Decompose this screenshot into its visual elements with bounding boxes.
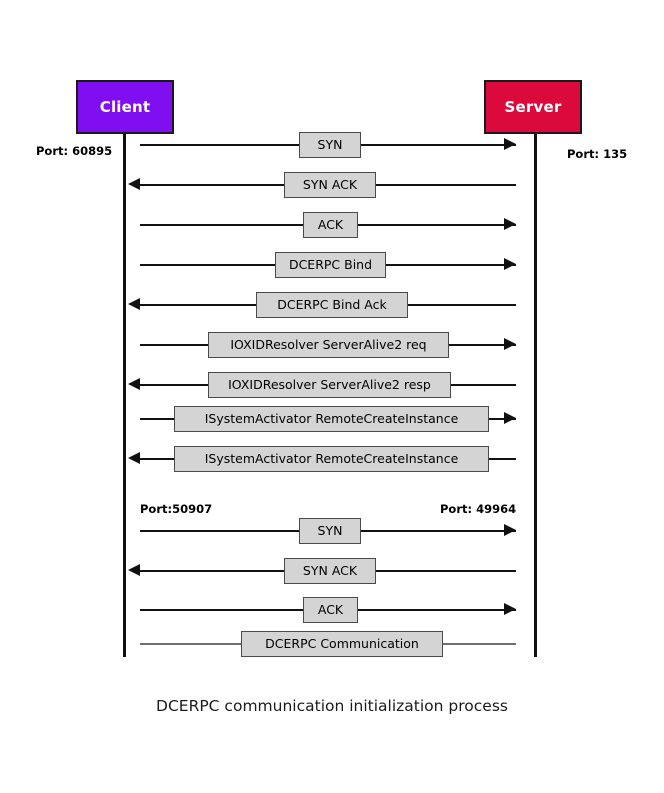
arrow-head-right-icon bbox=[504, 138, 516, 150]
port-label-server-mid: Port: 49964 bbox=[440, 502, 517, 516]
arrow-head-left-icon bbox=[128, 178, 140, 190]
message-line-left bbox=[140, 224, 303, 226]
message-line-right bbox=[489, 458, 516, 460]
message-line-right bbox=[408, 304, 516, 306]
arrow-head-right-icon bbox=[504, 524, 516, 536]
message-line-right bbox=[451, 384, 516, 386]
message-row: SYN bbox=[0, 132, 664, 158]
message-line-right bbox=[489, 418, 516, 420]
actor-box-client: Client bbox=[76, 80, 174, 134]
arrow-head-right-icon bbox=[504, 338, 516, 350]
port-label-client-top: Port: 60895 bbox=[36, 144, 113, 158]
message-line-right bbox=[443, 643, 516, 645]
message-line-left bbox=[140, 264, 275, 266]
message-label: DCERPC Bind bbox=[275, 252, 386, 278]
message-line-left bbox=[140, 384, 208, 386]
arrow-head-left-icon bbox=[128, 378, 140, 390]
message-line-left bbox=[140, 144, 299, 146]
message-line-right bbox=[386, 264, 516, 266]
message-label: SYN ACK bbox=[284, 558, 376, 584]
message-label: SYN bbox=[299, 132, 361, 158]
message-label: ISystemActivator RemoteCreateInstance bbox=[174, 406, 489, 432]
port-label-server-top: Port: 135 bbox=[567, 147, 628, 161]
arrow-head-right-icon bbox=[504, 412, 516, 424]
message-label: DCERPC Communication bbox=[241, 631, 443, 657]
arrow-head-right-icon bbox=[504, 603, 516, 615]
message-label: SYN bbox=[299, 518, 361, 544]
diagram-caption: DCERPC communication initialization proc… bbox=[156, 697, 508, 715]
message-line-left bbox=[140, 570, 284, 572]
message-line-right bbox=[361, 144, 516, 146]
message-row: DCERPC Bind bbox=[0, 252, 664, 278]
message-label: ACK bbox=[303, 597, 358, 623]
message-line-right bbox=[358, 609, 516, 611]
lifeline-server bbox=[534, 134, 537, 657]
message-line-left bbox=[140, 458, 174, 460]
arrow-head-left-icon bbox=[128, 298, 140, 310]
actor-box-server: Server bbox=[484, 80, 582, 134]
message-line-right bbox=[358, 224, 516, 226]
message-line-right bbox=[376, 184, 516, 186]
message-row: ISystemActivator RemoteCreateInstance bbox=[0, 406, 664, 432]
message-row: ISystemActivator RemoteCreateInstance bbox=[0, 446, 664, 472]
message-line-left bbox=[140, 344, 208, 346]
message-row: ACK bbox=[0, 212, 664, 238]
message-row: DCERPC Communication bbox=[0, 631, 664, 657]
arrow-head-left-icon bbox=[128, 452, 140, 464]
message-line-right bbox=[376, 570, 516, 572]
message-label: IOXIDResolver ServerAlive2 req bbox=[208, 332, 449, 358]
message-line-left bbox=[140, 184, 284, 186]
arrow-head-right-icon bbox=[504, 218, 516, 230]
message-label: IOXIDResolver ServerAlive2 resp bbox=[208, 372, 451, 398]
message-line-left bbox=[140, 530, 299, 532]
message-row: SYN ACK bbox=[0, 172, 664, 198]
message-line-left bbox=[140, 609, 303, 611]
lifeline-client bbox=[123, 134, 126, 657]
message-line-left bbox=[140, 643, 241, 645]
message-label: DCERPC Bind Ack bbox=[256, 292, 408, 318]
message-row: SYN bbox=[0, 518, 664, 544]
message-label: SYN ACK bbox=[284, 172, 376, 198]
port-label-client-mid: Port:50907 bbox=[140, 502, 213, 516]
arrow-head-right-icon bbox=[504, 258, 516, 270]
arrow-head-left-icon bbox=[128, 564, 140, 576]
message-line-left bbox=[140, 304, 256, 306]
actor-label-server: Server bbox=[504, 98, 562, 116]
message-row: IOXIDResolver ServerAlive2 req bbox=[0, 332, 664, 358]
message-label: ACK bbox=[303, 212, 358, 238]
message-row: SYN ACK bbox=[0, 558, 664, 584]
message-label: ISystemActivator RemoteCreateInstance bbox=[174, 446, 489, 472]
message-row: DCERPC Bind Ack bbox=[0, 292, 664, 318]
message-row: ACK bbox=[0, 597, 664, 623]
message-row: IOXIDResolver ServerAlive2 resp bbox=[0, 372, 664, 398]
actor-label-client: Client bbox=[99, 98, 151, 116]
message-line-left bbox=[140, 418, 174, 420]
message-line-right bbox=[361, 530, 516, 532]
message-line-right bbox=[449, 344, 516, 346]
